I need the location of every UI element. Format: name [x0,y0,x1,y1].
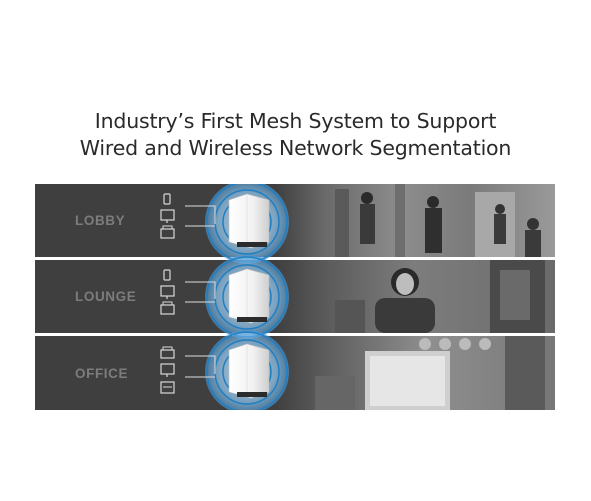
office-photo [275,336,555,410]
router-satellite-icon [185,184,289,410]
headline: Industry’s First Mesh System to Support … [0,108,591,162]
printer-icon [160,346,175,394]
room-label-office: OFFICE [75,365,129,381]
office-band: OFFICE [35,336,555,410]
segmentation-illustration: LOBBY LOUNGE [35,184,555,410]
lobby-band: LOBBY [35,184,555,257]
headline-line-2: Wired and Wireless Network Segmentation [79,136,512,160]
phone-icon [160,193,175,239]
lobby-photo [275,184,555,257]
lounge-band: LOUNGE [35,260,555,333]
mesh-router-overlay [185,184,289,410]
headline-line-1: Industry’s First Mesh System to Support [94,109,497,133]
room-label-lounge: LOUNGE [75,289,137,304]
monitor-icon [160,269,175,315]
lounge-photo [275,260,555,333]
office-device-icons [158,344,178,404]
lounge-device-icons [158,268,178,328]
lobby-device-icons [158,192,178,252]
room-label-lobby: LOBBY [75,213,126,228]
